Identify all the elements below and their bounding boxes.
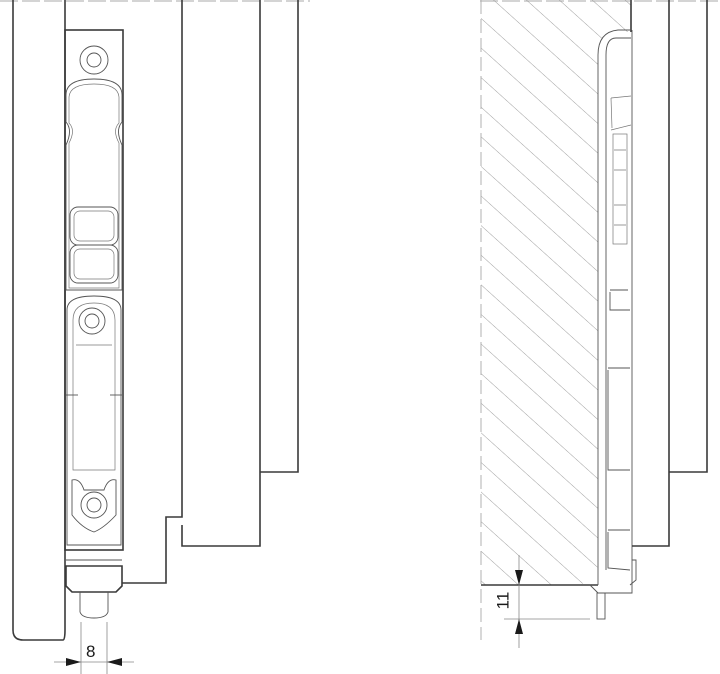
right-middle-frame <box>632 0 670 547</box>
right-view <box>480 0 708 648</box>
left-outer-panel <box>12 0 66 641</box>
middle-frame <box>181 0 261 547</box>
dimension-label-8: 8 <box>86 642 96 661</box>
dimension-label-11: 11 <box>493 591 513 610</box>
hatched-panel <box>481 0 632 586</box>
dimension-11 <box>504 555 590 648</box>
right-outer-frame <box>669 0 708 473</box>
left-view <box>12 0 299 674</box>
right-frame <box>260 0 299 473</box>
dimension-8 <box>54 622 134 674</box>
fitting-profile <box>589 29 637 620</box>
fitting-body <box>64 29 124 619</box>
